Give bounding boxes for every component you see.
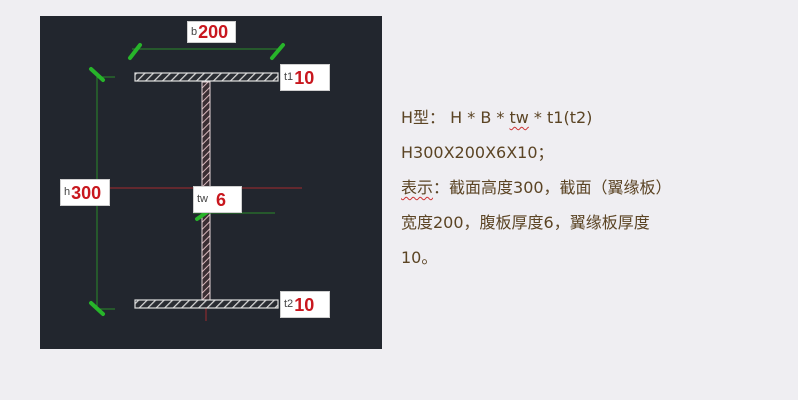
label-t2: t2 10 (280, 291, 330, 318)
label-b: b 200 (187, 21, 236, 43)
label-tw: tw 6 (193, 186, 242, 213)
label-t1: t1 10 (280, 64, 330, 91)
description-line-1: H型： H * B * tw * t1(t2) (401, 100, 761, 135)
formula-tw: tw (509, 108, 529, 127)
description-line-2: H300X200X6X10； (401, 143, 554, 162)
label-t1-prefix: t1 (284, 71, 294, 83)
label-tw-value: 6 (216, 189, 227, 210)
description-line-3-rest: ：截面高度300，截面（翼缘板） (433, 178, 672, 197)
label-b-value: 200 (198, 22, 229, 42)
formula-prefix: H型： H * B * (401, 108, 510, 127)
description-line-5: 10。 (401, 248, 438, 267)
label-t2-value: 10 (294, 294, 315, 315)
label-tw-prefix: tw (197, 193, 208, 205)
label-h: h 300 (60, 179, 110, 206)
top-flange (134, 72, 279, 82)
description-line-4: 宽度200，腹板厚度6，翼缘板厚度 (401, 213, 650, 232)
formula-suffix: * t1(t2) (528, 108, 593, 127)
bottom-flange (134, 299, 279, 309)
label-h-value: 300 (71, 182, 102, 203)
h-beam-section-diagram: b 200 t1 10 h 300 tw 6 t2 10 (40, 16, 382, 349)
label-t1-value: 10 (294, 67, 315, 88)
label-h-prefix: h (64, 186, 71, 198)
description-line-3: 表示：截面高度300，截面（翼缘板） (401, 170, 761, 205)
description-text: H型： H * B * tw * t1(t2) H300X200X6X10； 表… (401, 100, 761, 275)
label-t2-prefix: t2 (284, 298, 294, 310)
description-represents: 表示 (401, 178, 434, 197)
label-b-prefix: b (191, 25, 198, 38)
